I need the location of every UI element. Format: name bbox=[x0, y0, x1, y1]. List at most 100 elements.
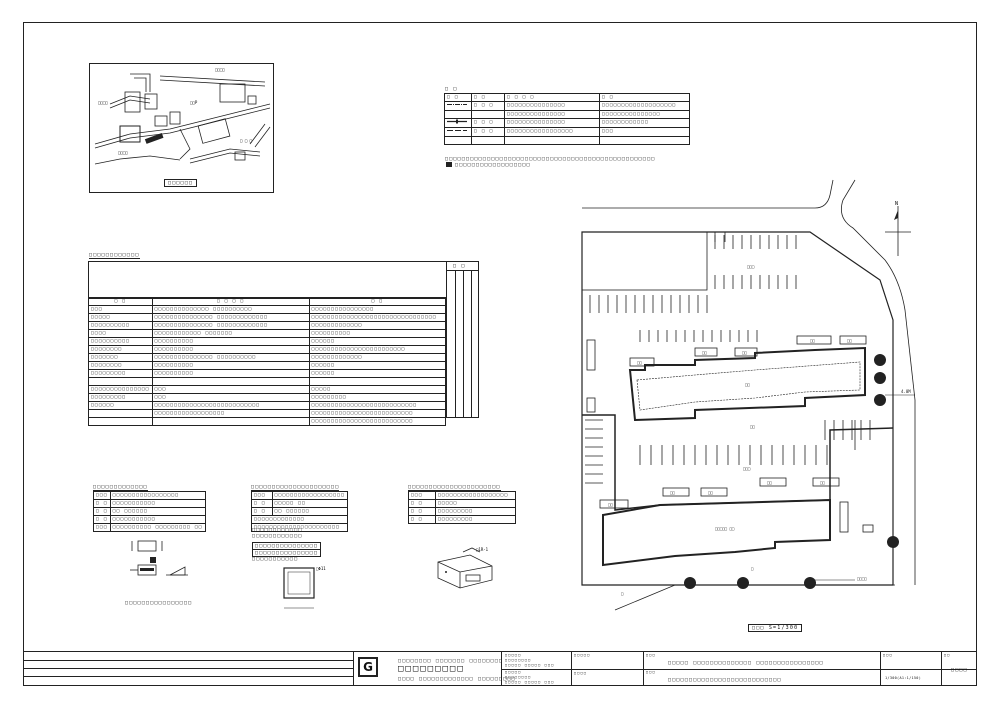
legend-header-symbol: □ □ bbox=[444, 93, 472, 102]
spec-cell: □□□□□□□□□ bbox=[88, 369, 153, 378]
sheet-no: □□□□ bbox=[951, 667, 968, 673]
sign-b: □□□□□ □□□□□ □□□ bbox=[505, 680, 555, 684]
detail-cell: □□□□□□□□□□□□□□□□□□ bbox=[435, 491, 516, 500]
company-line-2: □□□□ □□□□□□□□□□□□□ □□□□□□□□□ bbox=[398, 676, 516, 682]
site-label: □□ bbox=[637, 360, 642, 365]
legend-cell: □□□ bbox=[599, 127, 690, 137]
detail-cell: □ □ bbox=[408, 515, 436, 524]
map-label-small: □ □ □ bbox=[240, 138, 253, 143]
drawing-name: □□□□□□□□□□□□□□□□□□□□□□□□□□□ bbox=[668, 677, 782, 683]
spec-cell: □□□□□□□□□□□□□□□ bbox=[88, 385, 153, 394]
spec-cell bbox=[151, 417, 310, 426]
legend-cell: □□□□□□□□□□□□□□□□□□□ bbox=[599, 101, 690, 111]
site-label: □□ bbox=[702, 350, 707, 355]
trees bbox=[684, 354, 899, 589]
map-label-left: □□□□ bbox=[98, 100, 108, 105]
detail-cell: □□ □□□□□□ bbox=[109, 507, 206, 516]
site-label: □□□□□ □□ bbox=[715, 526, 735, 531]
detail-cell: □□□□□□□□□ bbox=[435, 507, 516, 516]
spec-cell: □□□□□ bbox=[88, 313, 153, 322]
spec-cell bbox=[151, 377, 310, 386]
detail-3-table: □□□□□□□□□□□□□□□□□□□□□ □ □□□□□□ □ □□□□□□□… bbox=[408, 491, 516, 524]
detail-cell: □ □ bbox=[251, 507, 273, 516]
spec-check-col bbox=[463, 270, 464, 417]
detail-cell: □□□ bbox=[408, 491, 436, 500]
site-labels: □□□ □□ □□ □□□ □□□□□ □□ □□ □□ □□ □□ □□ □□… bbox=[608, 264, 911, 596]
site-label: □□ bbox=[847, 338, 852, 343]
map-label-road: □□□□ bbox=[215, 67, 225, 72]
spec-cell: □□□□□□□□ bbox=[88, 345, 153, 354]
spec-cell: □□□□□□□□□□□□□□□□□□□□□□□□□□□ bbox=[151, 401, 310, 410]
spec-cell bbox=[88, 409, 153, 418]
site-label: □□ bbox=[820, 480, 825, 485]
spec-cell bbox=[88, 377, 153, 386]
detail-2-dim: □Φ11 bbox=[316, 566, 326, 571]
legend-note-2: □□□□□□□□□□□□□□□□□□ bbox=[455, 162, 531, 168]
detail-cell: □□□□□□□□□□□□□□□□□□ bbox=[271, 491, 349, 500]
spec-cell: □□□□□□□ bbox=[88, 353, 153, 362]
spec-header-spec: □ □ □ □ bbox=[151, 297, 310, 306]
detail-cell: □□□□□ bbox=[435, 499, 516, 508]
spec-cell: □□□□□□□□□□ bbox=[151, 345, 310, 354]
spec-cell: □□□□□ bbox=[308, 385, 447, 394]
spec-cell bbox=[308, 377, 447, 386]
spec-cell: □□□□□□□□□□□□□□□□□□□□□□□□□□□ bbox=[308, 401, 447, 410]
spec-cell: □□□□□□□□ bbox=[88, 361, 153, 370]
north-label: N bbox=[895, 201, 898, 207]
spec-cell: □□□□□□□□□□□□□□ □□□□□□□□□□ bbox=[151, 305, 310, 314]
company-line-1: □□□□□□□□ □□□□□□□ □□□□□□□□ bbox=[398, 658, 504, 664]
detail-cell: □□□ bbox=[93, 523, 111, 532]
spec-cell: □□□□□□□□□□ bbox=[308, 329, 447, 338]
detail-2-extra: □□□□□□□□□□□□ bbox=[252, 533, 303, 539]
spec-cell: □□□□□□□□□□ bbox=[88, 321, 153, 330]
spec-cell: □□□ bbox=[151, 393, 310, 402]
spec-cell: □□□□□□ bbox=[308, 337, 447, 346]
detail-1-title: □□□□□□□□□□□□□ bbox=[93, 484, 148, 491]
site-heavy-line bbox=[582, 414, 894, 511]
site-label: □□ bbox=[608, 502, 613, 507]
spec-cell: □□□□□□□□□□ bbox=[151, 337, 310, 346]
detail-1-caption: □□□□□□□□□□□□□□□□ bbox=[125, 600, 193, 606]
detail-cell: □ □ bbox=[251, 499, 273, 508]
site-label: □□ bbox=[742, 350, 747, 355]
detail-cell: □ □ bbox=[408, 507, 436, 516]
date-label: □□□□□ bbox=[574, 653, 591, 657]
revision-area bbox=[23, 652, 353, 686]
spec-cell: □□□□□□□□□□□□□□□ □□□□□□□□□□ bbox=[151, 353, 310, 362]
detail-cell: □ □ bbox=[93, 507, 111, 516]
legend-cell: □ □ □ bbox=[471, 101, 505, 111]
map-label-center: □□P bbox=[190, 100, 198, 105]
site-plan-caption: □□□ S=1/300 bbox=[748, 624, 803, 632]
legend-symbol bbox=[444, 127, 472, 137]
detail-cell: □□□□□□□□□□□□□□□□□ bbox=[109, 491, 206, 500]
legend-cell bbox=[471, 136, 505, 145]
hatch-icon bbox=[446, 162, 452, 167]
detail-cell: □□□□□□□□□□ □□□□□□□□□ □□ bbox=[109, 523, 206, 532]
spec-cell: □□□□□□□□□□□□□ bbox=[308, 321, 447, 330]
spec-cell: □□□□□□□□□ bbox=[308, 393, 447, 402]
legend-cell bbox=[504, 136, 600, 145]
north-arrow-icon: N bbox=[885, 201, 911, 256]
spec-cell: □□□□□□ bbox=[308, 369, 447, 378]
spec-cell: □□□□□□□□□□ bbox=[151, 369, 310, 378]
parking-stalls bbox=[585, 235, 871, 484]
detail-cell: □□□□□□□□□□□□□□□□□□□□□□ bbox=[251, 523, 348, 532]
detail-2-extra: □□□□□□□□□□□ bbox=[252, 556, 299, 562]
legend-cell: □ □ □ bbox=[471, 118, 505, 128]
title-block-divider bbox=[353, 652, 354, 686]
spec-check-header: □ □ bbox=[453, 263, 466, 269]
title-block: G □□□□□□□□ □□□□□□□ □□□□□□□□ □□□□□□□□□ □□… bbox=[23, 651, 977, 686]
detail-cell: □□□□□□□□□□□ bbox=[109, 515, 206, 524]
drawing-sheet bbox=[23, 22, 977, 686]
sign-a: □□□□□ bbox=[505, 653, 522, 657]
site-label: □□□□ bbox=[857, 576, 867, 581]
site-label: □□□ bbox=[743, 466, 751, 471]
spec-cell: □□□□□□□□□ bbox=[88, 393, 153, 402]
detail-1-drawing bbox=[130, 540, 188, 576]
sign-a: □□□□□□□□ bbox=[505, 658, 532, 662]
legend-cell: □□□□□□□□□□□□ bbox=[599, 118, 690, 128]
project-label: □□□ bbox=[646, 653, 656, 657]
spec-check-col bbox=[471, 270, 472, 417]
company-name: □□□□□□□□□ bbox=[398, 664, 465, 674]
site-label: □□ bbox=[767, 480, 772, 485]
